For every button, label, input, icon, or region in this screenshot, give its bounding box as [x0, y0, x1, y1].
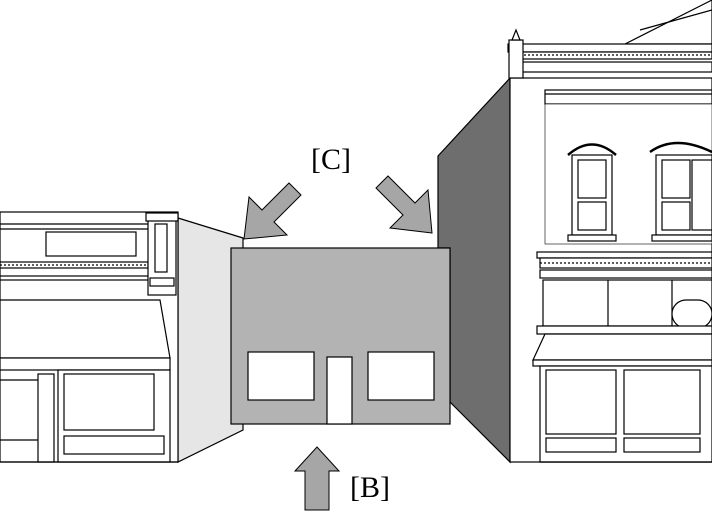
left-neighbor-building [0, 211, 244, 463]
infill-building [230, 247, 451, 425]
label-b: [B] [350, 471, 390, 504]
left-building-awning [0, 299, 171, 359]
left-building-display-window [63, 373, 155, 431]
right-building-upper-windows [567, 141, 712, 242]
right-neighbor-building [437, 0, 712, 464]
arrow-b [293, 446, 341, 511]
left-building-sign [45, 231, 137, 257]
infill-building-left-window [247, 351, 315, 401]
arrow-c-left [243, 182, 302, 240]
arrow-c-right [375, 175, 433, 234]
view-arrows [243, 175, 433, 511]
infill-building-door [326, 356, 353, 425]
right-building-finial [508, 39, 524, 79]
label-c: [C] [311, 143, 351, 176]
right-building-display-window [545, 369, 617, 435]
infill-building-right-window [367, 351, 435, 401]
right-building-awning [532, 333, 712, 361]
